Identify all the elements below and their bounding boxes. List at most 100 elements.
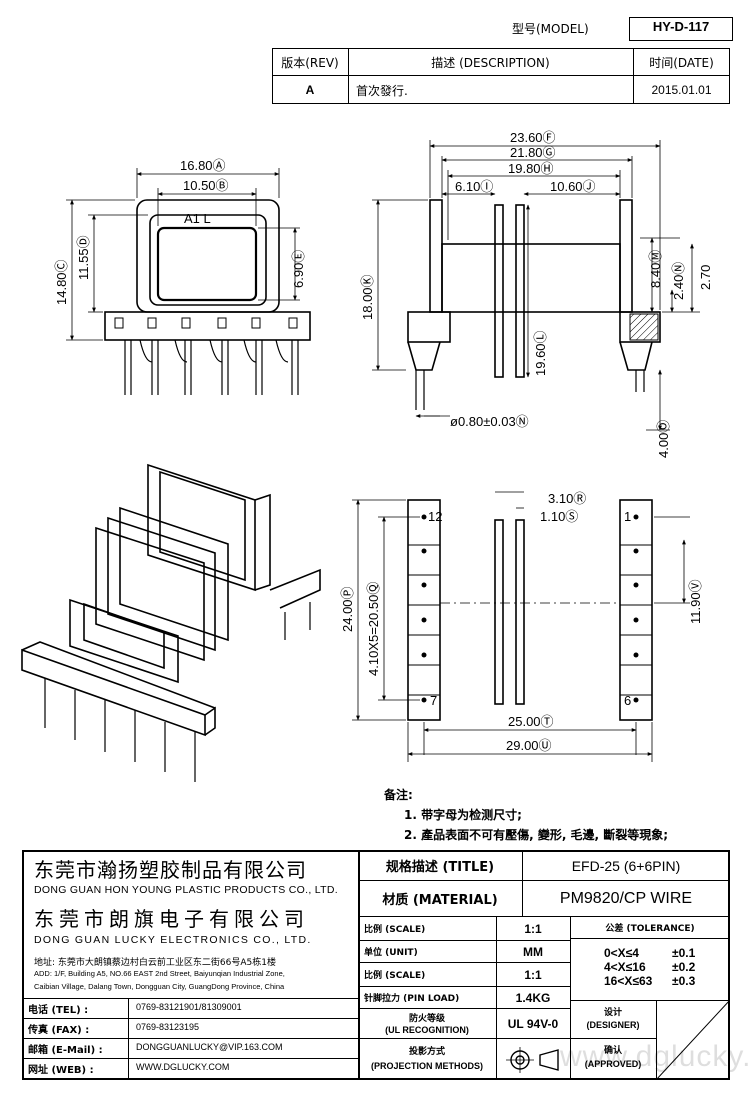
tolerance-range-2: 4<X≤16	[604, 960, 646, 974]
designer-label-2: (DESIGNER)	[586, 1020, 640, 1030]
tolerance-range-1: 0<X≤4	[604, 946, 639, 960]
dim-bottom-w-inner: 25.00Ⓣ	[508, 714, 554, 729]
dim-side-h3: 8.40Ⓜ	[648, 250, 663, 288]
dim-side-h6: 4.00Ⓞ	[656, 420, 671, 458]
projection-label-1: 投影方式	[408, 1046, 445, 1057]
dim-side-w3: 19.80Ⓗ	[508, 161, 554, 176]
dim-front-w-outer: 16.80Ⓐ	[180, 158, 226, 173]
scale-value: 1:1	[524, 921, 542, 936]
flame-label-2: (UL RECOGNITION)	[385, 1025, 469, 1035]
dim-side-h1: 18.00Ⓚ	[360, 274, 375, 320]
scale2-value: 1:1	[524, 967, 542, 982]
unit-value: MM	[523, 944, 543, 959]
contact-web-value[interactable]: WWW.DGLUCKY.COM	[136, 1062, 230, 1072]
isometric-view	[21, 463, 321, 782]
model-value: HY-D-117	[652, 19, 710, 34]
note-1: 1. 带字母为检测尺寸;	[404, 808, 522, 822]
contact-fax-label: 传真 (FAX) :	[28, 1025, 90, 1036]
approved-label-2: (APPROVED)	[584, 1059, 642, 1069]
title-block	[22, 850, 730, 1080]
pin-load-label: 针脚拉力 (PIN LOAD)	[364, 994, 460, 1004]
company-name-en-2: DONG GUAN LUCKY ELECTRONICS CO., LTD.	[34, 934, 312, 946]
company-name-en-1: DONG GUAN HON YOUNG PLASTIC PRODUCTS CO.…	[34, 884, 338, 896]
tolerance-value-3: ±0.3	[672, 974, 696, 988]
dim-front-h-total: 14.80Ⓒ	[54, 259, 69, 305]
approved-label-1: 确认	[603, 1045, 622, 1056]
material-value: PM9820/CP WIRE	[559, 889, 693, 907]
pin-number-7: 7	[430, 693, 437, 708]
dim-side-pin-dia: ø0.80±0.03Ⓝ	[450, 414, 529, 429]
desc-value: 首次發行.	[356, 83, 408, 98]
tolerance-value-2: ±0.2	[672, 960, 696, 974]
tolerance-range-3: 16<X≤63	[604, 974, 653, 988]
dim-side-w2: 21.80Ⓖ	[510, 145, 556, 160]
model-box	[629, 17, 733, 41]
bottom-dimensions	[352, 491, 690, 762]
designer-label-1: 设计	[603, 1007, 622, 1018]
pin-load-value: 1.4KG	[515, 990, 551, 1005]
rev-value: A	[305, 83, 315, 97]
pin-number-12: 12	[428, 509, 442, 524]
contact-tel-label: 电话 (TEL) :	[28, 1005, 89, 1016]
dim-bottom-d1: 3.10Ⓡ	[548, 491, 586, 506]
scale2-label: 比例 (SCALE)	[364, 971, 426, 981]
contact-fax-value: 0769-83123195	[136, 1022, 200, 1032]
technical-drawing: 16.80Ⓐ 10.50Ⓑ A1 L 14.80Ⓒ 11.55Ⓓ 6.90Ⓔ 2…	[21, 130, 713, 782]
contact-email-label: 邮箱 (E-Mail) :	[28, 1045, 103, 1056]
dim-front-pin-label: A1 L	[184, 211, 211, 226]
side-view	[407, 199, 661, 410]
dim-bottom-h-left: 24.00Ⓟ	[340, 586, 355, 632]
dim-side-w5: 10.60Ⓙ	[550, 179, 596, 194]
unit-label: 单位 (UNIT)	[364, 948, 418, 958]
pin-number-1: 1	[624, 509, 631, 524]
front-dimensions	[66, 168, 300, 341]
bottom-view	[407, 499, 653, 721]
material-label: 材质 (MATERIAL)	[382, 893, 498, 908]
company-address-en-2: Caibian Village, Dalang Town, Dongguan C…	[34, 982, 285, 991]
title-label: 规格描述 (TITLE)	[385, 860, 495, 875]
front-view	[104, 199, 311, 395]
tolerance-label: 公差 (TOLERANCE)	[605, 924, 695, 934]
company-name-cn-2: 东莞市朗旗电子有限公司	[34, 907, 309, 931]
dim-side-h2: 19.60Ⓛ	[533, 330, 548, 376]
contact-email-value[interactable]: DONGGUANLUCKY@VIP.163.COM	[136, 1042, 283, 1052]
watermark: www.dglucky.com	[560, 1040, 750, 1073]
side-labels: 23.60Ⓕ 21.80Ⓖ 19.80Ⓗ 6.10Ⓘ 10.60Ⓙ 18.00Ⓚ…	[360, 130, 713, 458]
side-dimensions	[372, 140, 700, 431]
dim-bottom-h-right: 11.90Ⓥ	[688, 579, 703, 624]
tolerance-ranges: 0<X≤4 4<X≤16 16<X≤63	[604, 946, 652, 988]
projection-label-2: (PROJECTION METHODS)	[370, 1061, 483, 1071]
model-label: 型号(MODEL)	[512, 22, 589, 36]
tolerance-value-1: ±0.1	[672, 946, 696, 960]
dim-front-h-body: 11.55Ⓓ	[76, 235, 91, 280]
tolerance-values: ±0.1 ±0.2 ±0.3	[672, 946, 695, 988]
title-value: EFD-25 (6+6PIN)	[571, 857, 681, 874]
contact-web-label: 网址 (WEB) :	[28, 1065, 94, 1076]
revision-table	[272, 48, 730, 104]
company-name-cn-1: 东莞市瀚扬塑胶制品有限公司	[34, 858, 307, 882]
dim-bottom-h-pitch: 4.10X5=20.50Ⓠ	[366, 582, 381, 676]
date-header: 时间(DATE)	[649, 55, 714, 70]
front-labels: 16.80Ⓐ 10.50Ⓑ A1 L 14.80Ⓒ 11.55Ⓓ 6.90Ⓔ	[54, 158, 306, 305]
dim-bottom-w-outer: 29.00Ⓤ	[506, 738, 552, 753]
scale-label: 比例 (SCALE)	[364, 925, 426, 935]
company-address-en-1: ADD: 1/F, Building A5, NO.66 EAST 2nd St…	[34, 969, 285, 978]
contact-tel-value: 0769-83121901/81309001	[136, 1002, 242, 1012]
dim-front-h-window: 6.90Ⓔ	[291, 250, 306, 288]
dim-side-h5: 2.70	[698, 265, 713, 290]
dim-side-w4: 6.10Ⓘ	[455, 179, 493, 194]
company-address-cn: 地址: 东莞市大朗镇蔡边村白云前工业区东二街66号A5栋1楼	[34, 958, 276, 968]
dim-front-w-inner: 10.50Ⓑ	[183, 178, 229, 193]
dim-side-h4: 2.40Ⓝ	[671, 262, 686, 300]
signature-box	[656, 1000, 730, 1080]
pin-number-6: 6	[624, 693, 631, 708]
notes-heading: 备注:	[384, 788, 413, 802]
projection-symbol-icon	[506, 1047, 559, 1073]
dim-side-w1: 23.60Ⓕ	[510, 130, 556, 145]
bottom-labels: 3.10Ⓡ 1.10Ⓢ 24.00Ⓟ 4.10X5=20.50Ⓠ 11.90Ⓥ …	[340, 491, 703, 753]
desc-header: 描述 (DESCRIPTION)	[431, 55, 550, 70]
note-2: 2. 產品表面不可有壓傷, 變形, 毛邊, 斷裂等現象;	[404, 828, 669, 842]
flame-label-1: 防火等级	[408, 1013, 445, 1024]
rev-header: 版本(REV)	[281, 55, 339, 70]
dim-bottom-d2: 1.10Ⓢ	[540, 509, 578, 524]
